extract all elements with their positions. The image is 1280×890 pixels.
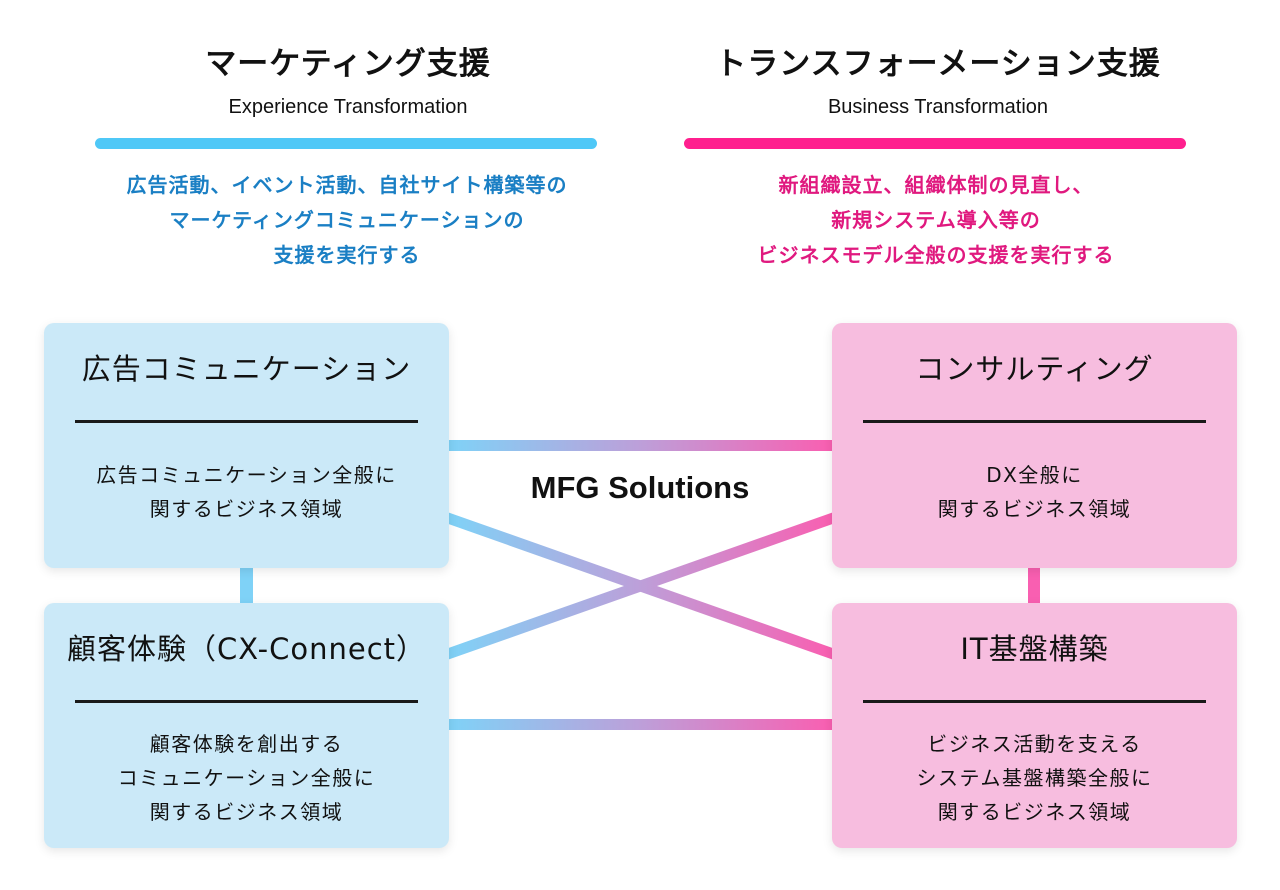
customer-experience-body: 顧客体験を創出する コミュニケーション全般に 関するビジネス領域 — [44, 727, 449, 829]
marketing-support-title: マーケティング支援 — [205, 46, 491, 82]
divider — [863, 420, 1206, 423]
connector-consulting-to-it — [1028, 565, 1040, 607]
body-line: 広告コミュニケーション全般に — [96, 463, 397, 487]
it-infrastructure-box: IT基盤構築 ビジネス活動を支える システム基盤構築全般に 関するビジネス領域 — [832, 603, 1237, 848]
description-line: 支援を実行する — [273, 243, 421, 267]
ad-communication-body: 広告コミュニケーション全般に 関するビジネス領域 — [44, 458, 449, 526]
body-line: 関するビジネス領域 — [149, 800, 344, 824]
body-line: 関するビジネス領域 — [937, 497, 1132, 521]
connector-cx-to-consulting — [443, 511, 838, 661]
body-line: 関するビジネス領域 — [149, 497, 344, 521]
marketing-support-header: マーケティング支援 Experience Transformation — [93, 40, 603, 122]
transformation-support-title: トランスフォーメーション支援 — [715, 46, 1161, 82]
ad-communication-title: 広告コミュニケーション — [81, 352, 412, 386]
consulting-body: DX全般に 関するビジネス領域 — [832, 458, 1237, 526]
transformation-support-header: トランスフォーメーション支援 Business Transformation — [683, 40, 1193, 122]
transformation-support-subtitle: Business Transformation — [827, 96, 1049, 118]
it-infrastructure-body: ビジネス活動を支える システム基盤構築全般に 関するビジネス領域 — [832, 727, 1237, 829]
body-line: DX全般に — [986, 463, 1083, 487]
description-line: ビジネスモデル全般の支援を実行する — [757, 243, 1115, 267]
it-infrastructure-title: IT基盤構築 — [960, 632, 1109, 666]
consulting-box: コンサルティング DX全般に 関するビジネス領域 — [832, 323, 1237, 568]
customer-experience-title: 顧客体験（CX-Connect） — [66, 632, 427, 666]
description-line: 新組織設立、組織体制の見直し、 — [778, 173, 1094, 197]
description-line: 新規システム導入等の — [831, 208, 1041, 232]
transformation-accent-bar — [684, 138, 1186, 149]
consulting-title: コンサルティング — [915, 352, 1154, 386]
divider — [75, 420, 418, 423]
body-line: 顧客体験を創出する — [149, 732, 344, 756]
description-line: マーケティングコミュニケーションの — [169, 208, 525, 232]
body-line: システム基盤構築全般に — [916, 766, 1153, 790]
mfg-solutions-label: MFG Solutions — [530, 470, 750, 505]
marketing-support-description: 広告活動、イベント活動、自社サイト構築等の マーケティングコミュニケーションの … — [67, 168, 627, 273]
body-line: ビジネス活動を支える — [927, 732, 1142, 756]
description-line: 広告活動、イベント活動、自社サイト構築等の — [126, 173, 568, 197]
ad-communication-box: 広告コミュニケーション 広告コミュニケーション全般に 関するビジネス領域 — [44, 323, 449, 568]
marketing-support-subtitle: Experience Transformation — [228, 96, 468, 118]
divider — [863, 700, 1206, 703]
connector-ad-to-cx — [240, 565, 253, 607]
marketing-accent-bar — [95, 138, 597, 149]
body-line: コミュニケーション全般に — [117, 766, 376, 790]
body-line: 関するビジネス領域 — [937, 800, 1132, 824]
divider — [75, 700, 418, 703]
customer-experience-box: 顧客体験（CX-Connect） 顧客体験を創出する コミュニケーション全般に … — [44, 603, 449, 848]
transformation-support-description: 新組織設立、組織体制の見直し、 新規システム導入等の ビジネスモデル全般の支援を… — [656, 168, 1216, 273]
